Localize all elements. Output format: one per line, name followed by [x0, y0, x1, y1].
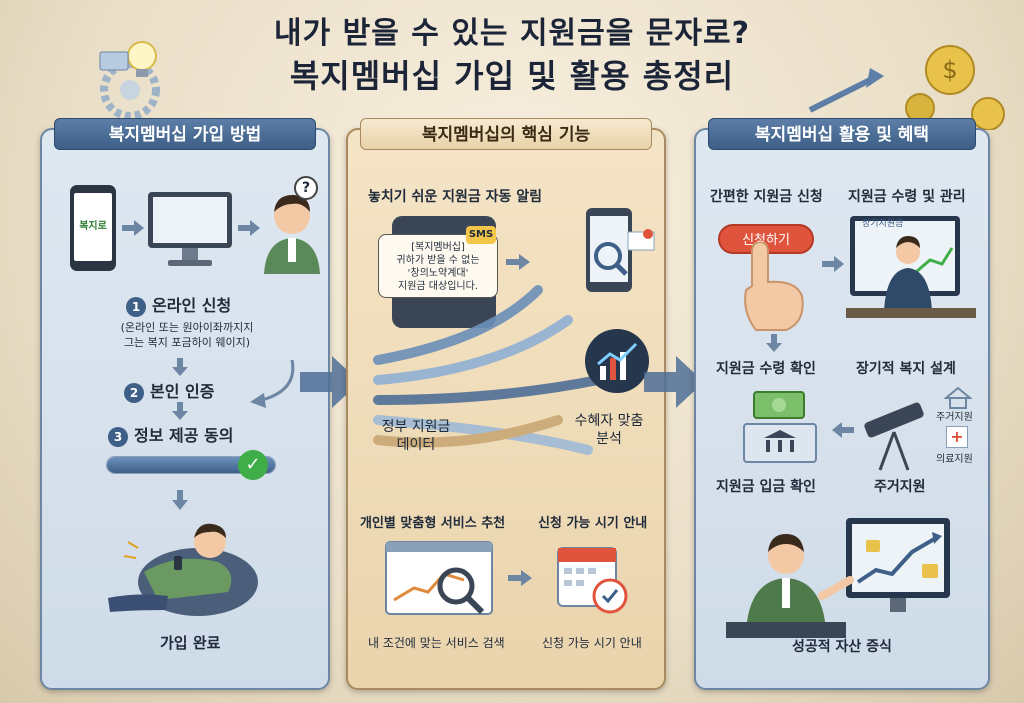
step-1-number: 1: [126, 296, 146, 317]
easy-apply-label: 간편한 지원금 신청: [710, 189, 823, 205]
arrow-left-icon: [832, 422, 854, 438]
asset-growth-scene: [726, 518, 950, 638]
progress-fill: [107, 457, 275, 473]
calendar-clock-icon: [557, 547, 628, 614]
house-icon: [944, 386, 972, 409]
arrow-right-icon: [122, 220, 144, 236]
step-1-note-line-2: 그는 복지 포금하이 웨이지): [123, 336, 251, 349]
phone-screen-text: 복지로: [74, 193, 112, 261]
lightbulb-gear-icon: [99, 41, 160, 120]
check-icon: ✓: [238, 450, 268, 480]
step-1-note-line-1: (온라인 또는 원아이좌까지지: [120, 321, 254, 334]
step-1-note: (온라인 또는 원아이좌까지지 그는 복지 포금하이 웨이지): [72, 320, 302, 350]
sms-message: [복지멤버십] 귀하가 받을 수 없는 '창의노약계대' 지원금 대상입니다.: [378, 234, 498, 298]
timing-label-2: 신청 가능 시기 안내: [542, 636, 642, 650]
gov-data-line-2: 데이터: [396, 437, 436, 453]
pointing-hand-icon: [744, 242, 804, 331]
arrow-down-icon: [172, 402, 188, 420]
timing-label: 신청 가능 시기 안내: [538, 516, 648, 531]
analysis-line-2: 분석: [596, 431, 622, 447]
arrow-down-icon: [172, 358, 188, 376]
title-line-2: 복지멤버십 가입 및 활용 총정리: [289, 57, 735, 95]
analysis-label: 수혜자 맞춤 분석: [564, 412, 654, 448]
phone-icon: 복지로: [70, 185, 116, 271]
confused-person-icon: [264, 194, 320, 274]
monitor-icon: [148, 192, 232, 266]
big-arrow-right-icon: [300, 356, 360, 408]
recommend-label: 개인별 맞춤형 서비스 추천: [360, 516, 506, 531]
housing-label: 주거지원: [874, 479, 926, 495]
sms-line-2: 귀하가 받을 수 없는: [396, 255, 480, 266]
telescope-icon: [864, 402, 924, 471]
step-1-label: 온라인 신청: [152, 296, 232, 315]
bank-money-icon: [743, 391, 817, 463]
benefits-panel-header: 복지멤버십 활용 및 혜택: [708, 118, 976, 150]
step-3: 3 정보 제공 동의: [108, 422, 233, 447]
sms-badge: SMS: [466, 226, 496, 244]
svg-text:$: $: [942, 56, 957, 84]
data-flow-arrows: [373, 285, 603, 455]
step-2-label: 본인 인증: [150, 382, 215, 401]
manager-monitor-icon: [846, 216, 976, 318]
screen-label: 장기지원금: [862, 219, 904, 229]
search-label: 내 조건에 맞는 서비스 검색: [368, 636, 505, 650]
curved-arrow-icon: [250, 360, 295, 408]
step-2-number: 2: [124, 382, 144, 403]
gov-data-label: 정부 지원금 데이터: [376, 418, 456, 454]
signup-done-label: 가입 완료: [160, 634, 221, 652]
relaxed-person-icon: [108, 523, 258, 616]
page-title: 내가 받을 수 있는 지원금을 문자로? 복지멤버십 가입 및 활용 총정리: [0, 14, 1024, 98]
coins-growth-icon: $: [808, 45, 1005, 130]
arrow-right-icon: [508, 570, 532, 586]
signup-panel-header: 복지멤버십 가입 방법: [54, 118, 316, 150]
long-term-plan-label: 장기적 복지 설계: [856, 361, 956, 377]
arrow-down-icon: [172, 490, 188, 510]
auto-alert-title: 놓치기 쉬운 지원금 자동 알림: [368, 189, 543, 205]
deposit-confirm-label: 지원금 입금 확인: [716, 479, 816, 495]
question-bubble: ?: [294, 176, 318, 200]
arrow-down-icon: [766, 334, 782, 352]
sms-line-3: '창의노약계대': [407, 268, 469, 279]
search-chart-icon: [385, 541, 493, 615]
phone-search-icon: [586, 208, 655, 292]
housing-small-label: 주거지원: [936, 412, 973, 423]
signup-panel: 복지멤버십 가입 방법 복지로 ? 1 온라인 신청 (온라인 또는 원아이좌까지…: [40, 118, 330, 690]
sms-line-4: 지원금 대상입니다.: [398, 281, 478, 292]
features-panel: 복지멤버십의 핵심 기능 놓치기 쉬운 지원금 자동 알림 [복지멤버십] 귀하…: [346, 118, 666, 690]
step-1: 1 온라인 신청: [126, 292, 231, 317]
medical-cross-icon: +: [946, 426, 968, 448]
receive-manage-label: 지원금 수령 및 관리: [848, 189, 966, 205]
step-3-label: 정보 제공 동의: [134, 426, 234, 445]
gov-data-line-1: 정부 지원금: [381, 419, 451, 435]
arrow-right-icon: [506, 254, 530, 270]
receipt-confirm-label: 지원금 수령 확인: [716, 361, 816, 377]
arrow-right-icon: [238, 220, 260, 236]
asset-growth-label: 성공적 자산 증식: [792, 639, 892, 655]
benefits-panel: 복지멤버십 활용 및 혜택 간편한 지원금 신청 지원금 수령 및 관리 신청하…: [694, 118, 990, 690]
big-arrow-right-icon: [644, 356, 704, 408]
title-line-1: 내가 받을 수 있는 지원금을 문자로?: [273, 16, 751, 51]
step-2: 2 본인 인증: [124, 378, 214, 403]
features-panel-header: 복지멤버십의 핵심 기능: [360, 118, 652, 150]
medical-small-label: 의료지원: [936, 454, 973, 465]
arrow-right-icon: [822, 256, 844, 272]
sms-line-1: [복지멤버십]: [411, 242, 465, 253]
step-3-number: 3: [108, 426, 128, 447]
analytics-chart-icon: [585, 329, 649, 393]
analysis-line-1: 수혜자 맞춤: [574, 413, 644, 429]
progress-bar: [106, 456, 276, 474]
